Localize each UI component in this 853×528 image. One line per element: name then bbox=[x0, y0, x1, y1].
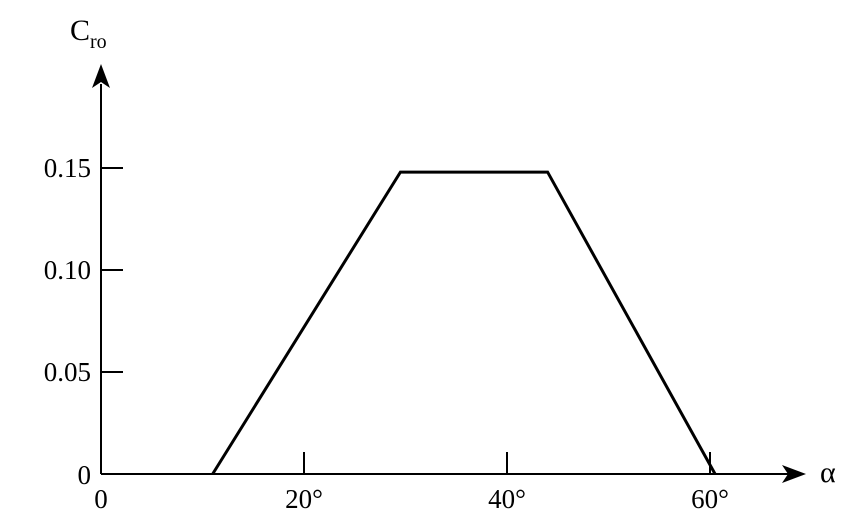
y-tick-label: 0 bbox=[78, 460, 92, 490]
ticks bbox=[101, 167, 711, 474]
series bbox=[211, 170, 717, 475]
y-axis-title: Cro bbox=[70, 14, 107, 53]
y-axis-arrow bbox=[92, 64, 110, 88]
series-line bbox=[211, 170, 717, 475]
x-tick-label: 60° bbox=[691, 484, 729, 514]
x-tick-label: 40° bbox=[488, 484, 526, 514]
x-axis-title: α bbox=[820, 456, 836, 489]
axes bbox=[92, 64, 806, 483]
y-tick-label: 0.10 bbox=[44, 255, 91, 285]
x-tick-label: 20° bbox=[285, 484, 323, 514]
labels: 0 0.05 0.10 0.15 0 20° 40° 60° Cro α bbox=[44, 14, 836, 514]
x-tick-label: 0 bbox=[94, 484, 108, 514]
y-tick-label: 0.15 bbox=[44, 153, 91, 183]
x-axis-arrow bbox=[782, 465, 806, 483]
y-tick-label: 0.05 bbox=[44, 357, 91, 387]
